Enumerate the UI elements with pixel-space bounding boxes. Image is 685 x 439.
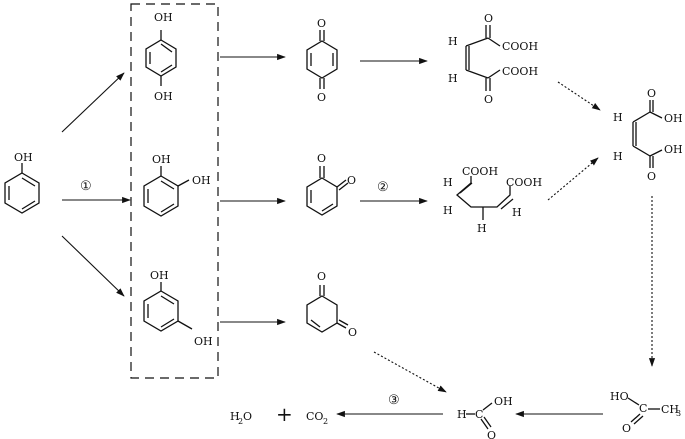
arrow-phenol-to-resorcinol <box>61 235 125 297</box>
acetic-acid-ho-label: HO <box>610 390 629 403</box>
muconic-acid-h-1-label: H <box>443 176 453 189</box>
dioxo-acid-structure: H H COOH COOH O O <box>448 12 538 106</box>
acetic-acid-o-label: O <box>622 422 631 435</box>
dioxo-acid-h-2-label: H <box>448 72 458 85</box>
maleic-acid-oh-1-label: OH <box>664 112 683 125</box>
water-h-label: H <box>230 410 240 423</box>
maleic-acid-h-2-label: H <box>613 150 623 163</box>
p-benzoquinone-o-top-label: O <box>317 17 326 30</box>
arrow-phenol-to-hydroquinone <box>61 72 125 133</box>
muconic-acid-h-3-label: H <box>477 222 487 235</box>
arrow-muconic-acid-to-maleic-acid <box>547 157 599 201</box>
plus-sign: + <box>276 402 293 426</box>
final-products: H 2 O + CO 2 <box>230 402 328 426</box>
o-benzoquinone-o-2-label: O <box>347 174 356 187</box>
phenol-structure: OH <box>4 151 40 214</box>
dioxo-acid-cooh-2-label: COOH <box>502 65 538 78</box>
step-3-label: ③ <box>388 393 400 408</box>
maleic-acid-h-1-label: H <box>613 111 623 124</box>
p-benzoquinone-o-bottom-label: O <box>317 91 326 104</box>
muconic-acid-h-4-label: H <box>512 206 522 219</box>
catechol-oh-1-label: OH <box>152 153 171 166</box>
water-subscript: 2 <box>238 417 243 426</box>
hydroquinone-oh-bottom-label: OH <box>154 90 173 103</box>
formic-acid-c-label: C <box>475 408 483 421</box>
maleic-acid-o-2-label: O <box>647 170 656 183</box>
carbon-dioxide-label: CO <box>306 410 323 423</box>
formic-acid-o-label: O <box>487 429 496 439</box>
formic-acid-oh-label: OH <box>494 395 513 408</box>
hydroquinone-oh-top-label: OH <box>154 11 173 24</box>
formic-acid-structure: H C OH O <box>457 395 513 439</box>
acetic-acid-ch3-label: CH <box>661 403 679 416</box>
formic-acid-h-label: H <box>457 408 467 421</box>
muconic-acid-h-2-label: H <box>443 204 453 217</box>
phenol-oh-label: OH <box>14 151 33 164</box>
o-benzoquinone-structure: O O <box>306 152 356 216</box>
muconic-acid-structure: COOH COOH H H H H <box>443 165 542 235</box>
step-1-label: ① <box>80 179 92 194</box>
catechol-oh-2-label: OH <box>192 174 211 187</box>
resorcinol-oh-top-label: OH <box>150 269 169 282</box>
cyclohexenedione-o-bottom-label: O <box>348 326 357 339</box>
resorcinol-oh-bottom-label: OH <box>194 335 213 348</box>
maleic-acid-oh-2-label: OH <box>664 143 683 156</box>
p-benzoquinone-structure: O O <box>306 17 338 104</box>
hydroquinone-structure: OH OH <box>145 11 177 103</box>
catechol-structure: OH OH <box>143 153 211 217</box>
cyclohexenedione-o-top-label: O <box>317 270 326 283</box>
dioxo-acid-o-2-label: O <box>484 93 493 106</box>
water-o-label: O <box>243 410 252 423</box>
dioxo-acid-o-1-label: O <box>484 12 493 25</box>
step-2-label: ② <box>377 180 389 195</box>
cyclohexenedione-structure: O O <box>306 270 357 339</box>
o-benzoquinone-o-1-label: O <box>317 152 326 165</box>
maleic-acid-structure: H H O OH O OH <box>613 87 683 183</box>
acetic-acid-structure: HO C CH 3 O <box>610 390 681 435</box>
acetic-acid-ch3-subscript: 3 <box>676 409 681 418</box>
carbon-dioxide-subscript: 2 <box>323 417 328 426</box>
muconic-acid-cooh-2-label: COOH <box>506 176 542 189</box>
muconic-acid-cooh-1-label: COOH <box>462 165 498 178</box>
acetic-acid-c-label: C <box>639 402 647 415</box>
dihydroxybenzene-box <box>130 3 219 379</box>
maleic-acid-o-1-label: O <box>647 87 656 100</box>
dioxo-acid-cooh-1-label: COOH <box>502 40 538 53</box>
dioxo-acid-h-1-label: H <box>448 35 458 48</box>
resorcinol-structure: OH OH <box>143 269 213 348</box>
arrow-dioxo-acid-to-maleic-acid <box>557 81 601 111</box>
arrow-cyclohexenedione-to-formic-acid <box>373 351 447 393</box>
